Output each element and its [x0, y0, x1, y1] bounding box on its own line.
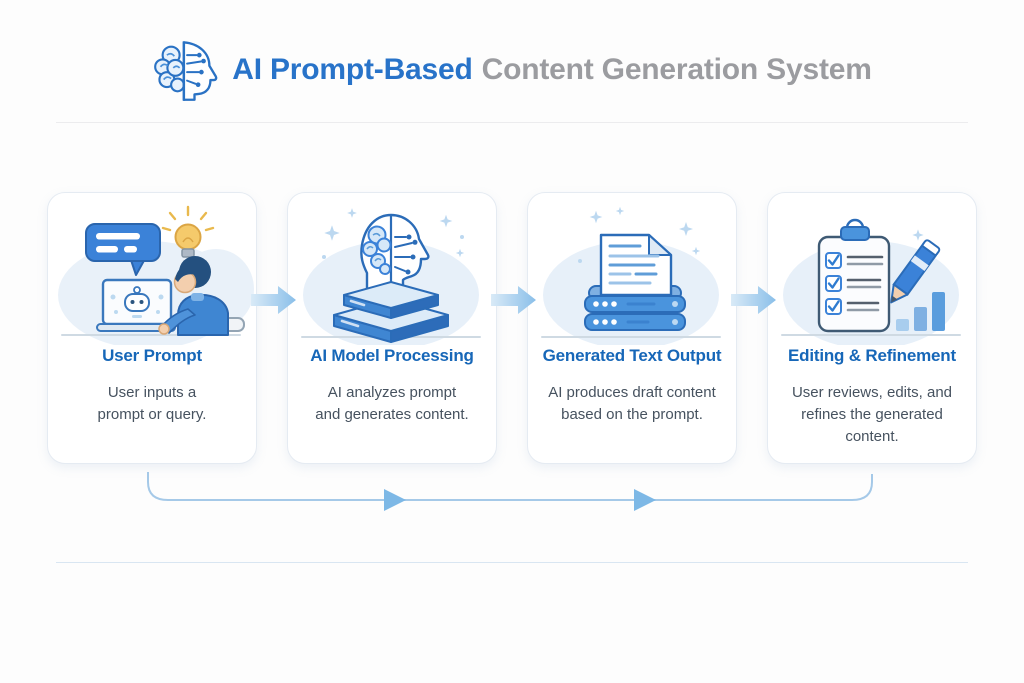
document-printer-illustration [541, 206, 721, 345]
page-title-primary: AI Prompt-Based [232, 53, 473, 86]
step-title: Generated Text Output [542, 346, 722, 365]
flow-arrowhead-icon [634, 489, 656, 511]
step-description: User reviews, edits, and refines the gen… [791, 384, 953, 445]
right-arrow-icon [731, 286, 776, 314]
step-title: AI Model Processing [310, 346, 474, 365]
brain-head-icon [154, 41, 218, 101]
right-arrow-icon [491, 286, 536, 314]
step-title: User Prompt [102, 346, 202, 365]
right-arrow-icon [251, 286, 296, 314]
clipboard-pencil-illustration [781, 218, 961, 345]
ai-brain-servers-illustration [301, 208, 481, 345]
step-card-user-prompt: User Prompt User inputs a prompt or quer… [47, 192, 257, 464]
top-divider [56, 122, 968, 123]
step-description: AI produces draft content based on the p… [548, 384, 716, 423]
step-title: Editing & Refinement [788, 346, 956, 365]
user-at-laptop-illustration [58, 205, 254, 345]
flow-arrowhead-icon [384, 489, 406, 511]
bottom-divider [56, 562, 968, 563]
step-card-ai-model-processing: AI Model Processing AI analyzes prompt a… [287, 192, 497, 464]
step-card-generated-text-output: Generated Text Output AI produces draft … [527, 192, 737, 464]
page-title-secondary: Content Generation System [481, 53, 872, 86]
flow-connector-line [147, 472, 873, 511]
step-description: User inputs a prompt or query. [97, 384, 207, 423]
step-description: AI analyzes prompt and generates content… [315, 384, 469, 423]
step-card-editing-refinement: Editing & Refinement User reviews, edits… [767, 192, 977, 464]
